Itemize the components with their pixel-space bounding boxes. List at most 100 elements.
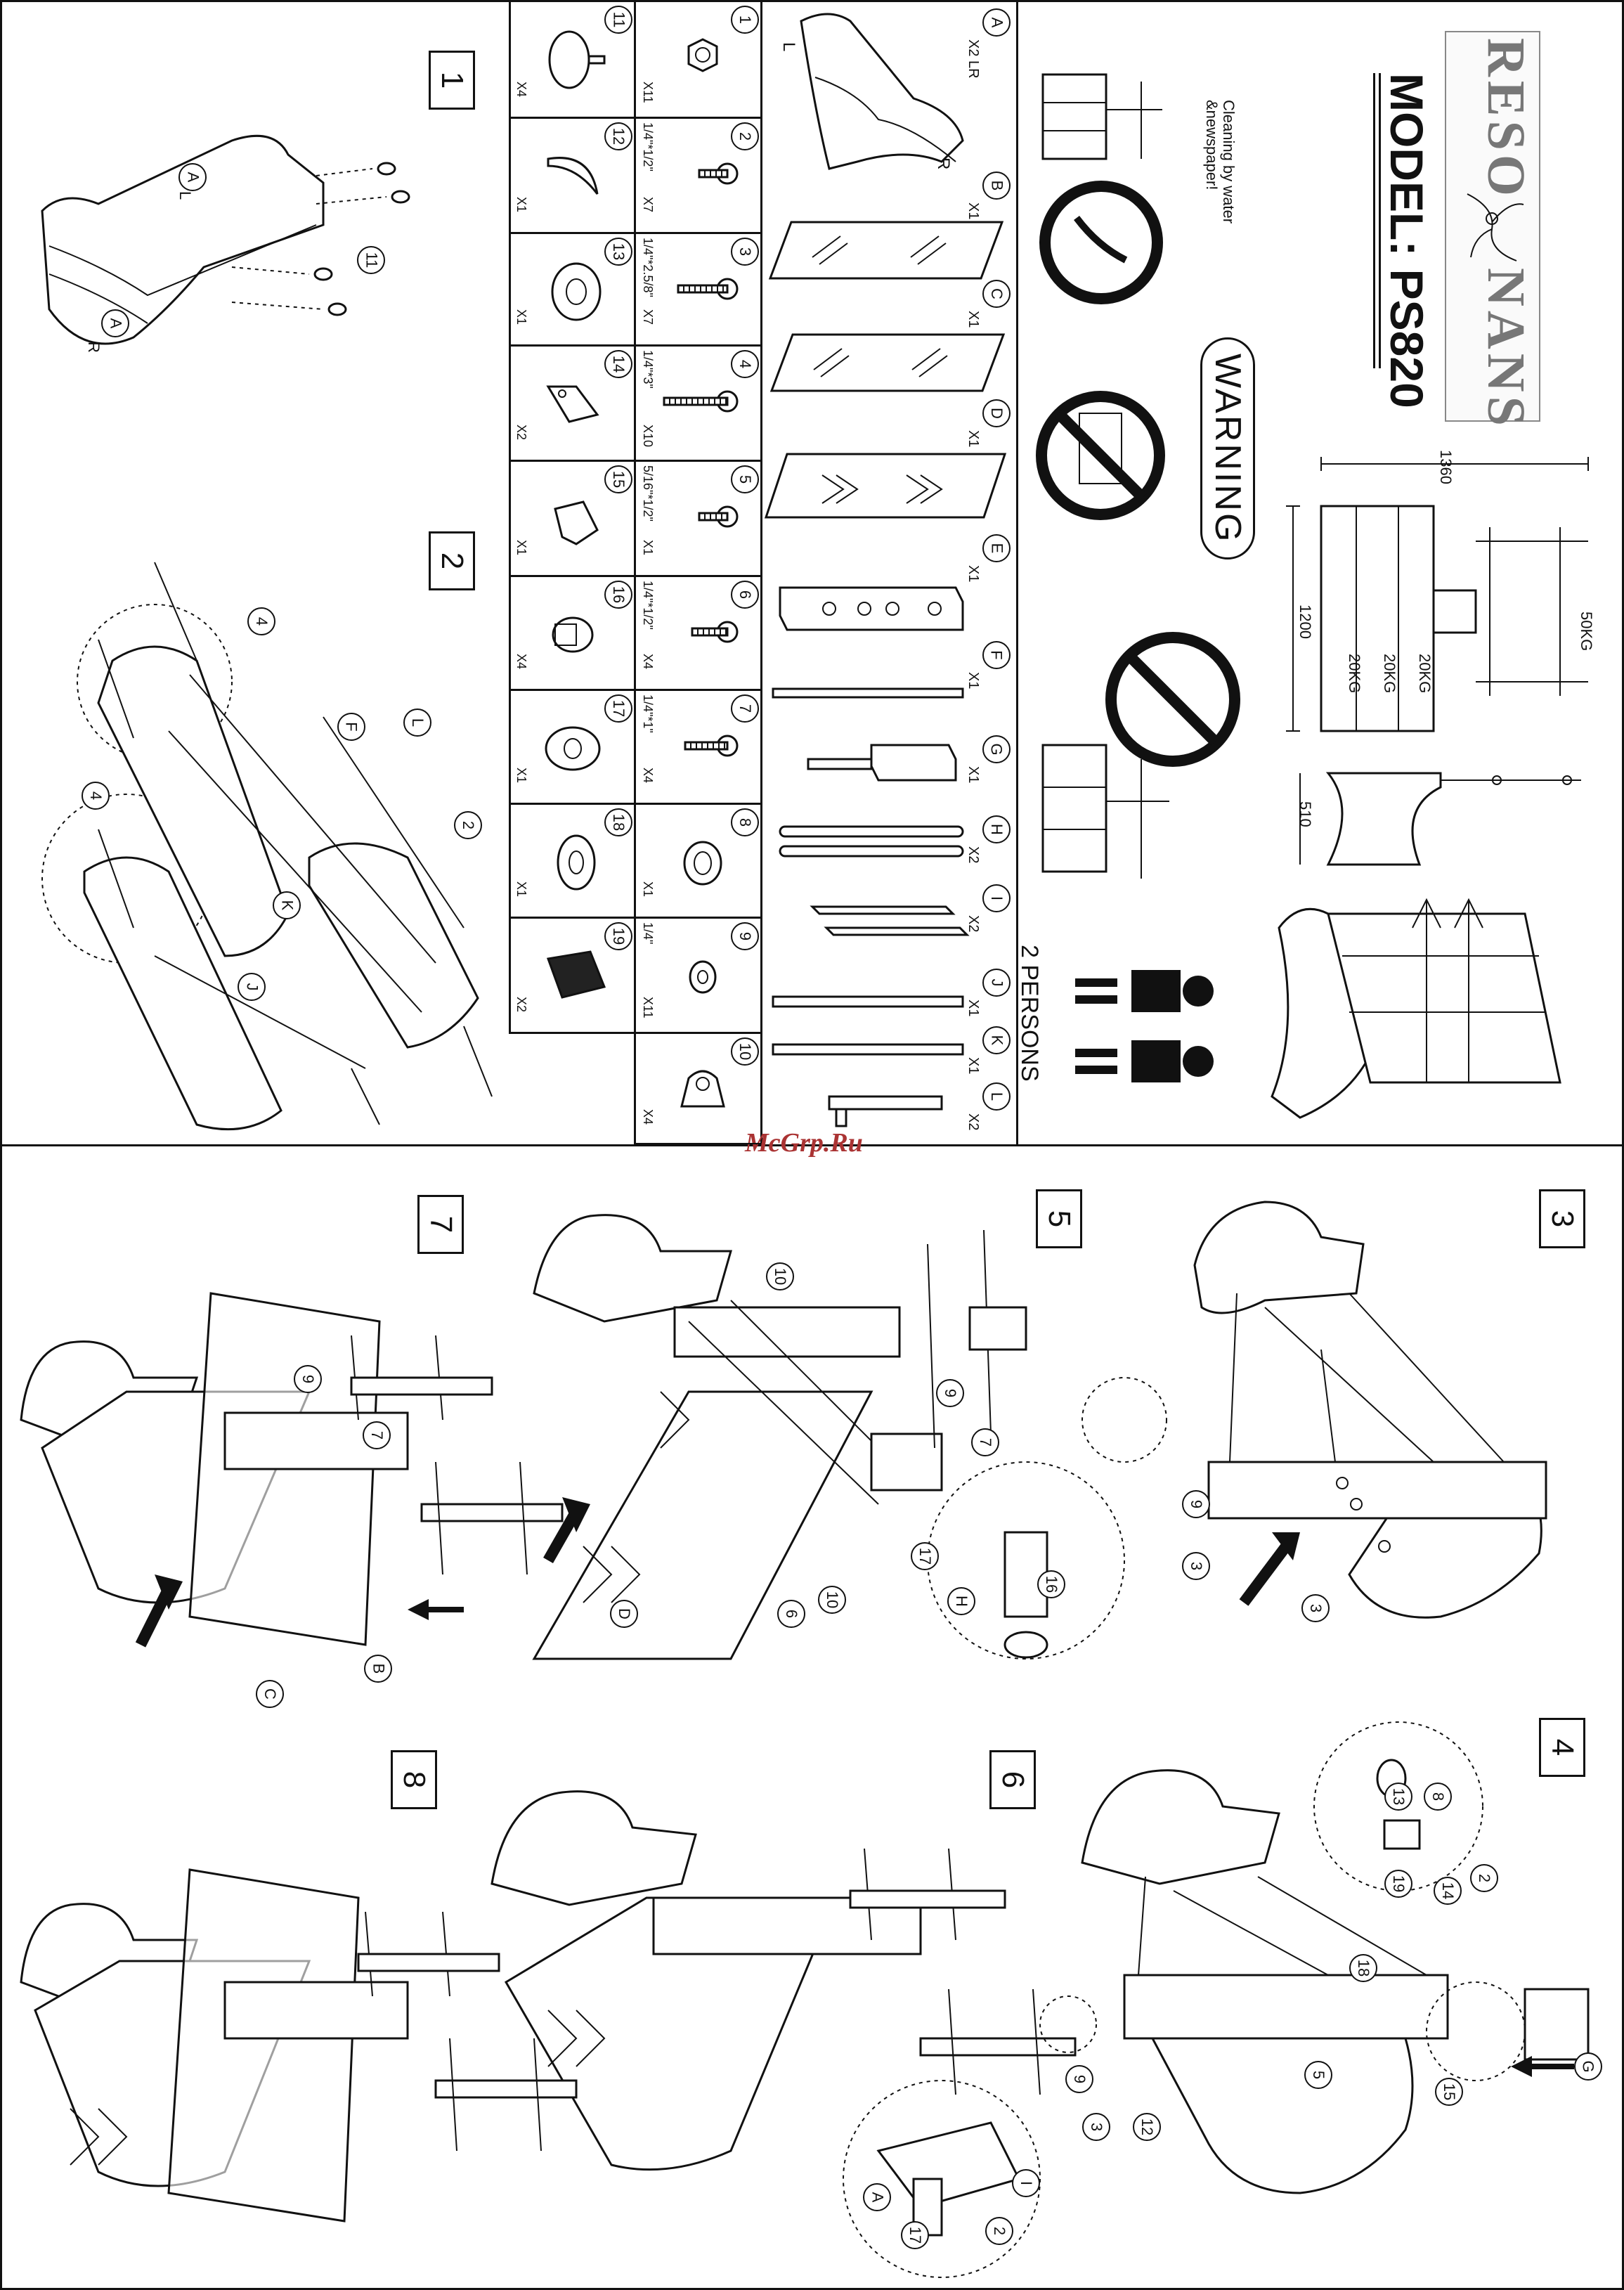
hw-1-qty: X11 (641, 82, 655, 103)
step-4-callout-2: 2 (1470, 1864, 1498, 1892)
brand-logo-text-1: RESO (1476, 38, 1535, 200)
hw-row-divider (509, 117, 635, 119)
step-4-callout-3: 3 (1082, 2113, 1110, 2141)
load-shelf-2: 20KG (1381, 654, 1398, 694)
hw-17-qty: X1 (514, 768, 528, 784)
hw-row-divider (509, 460, 635, 462)
step-1-label-R: R (85, 342, 103, 353)
part-L-label: L (982, 1082, 1011, 1111)
hw-16-icon (552, 616, 594, 653)
hw-6-icon (691, 621, 739, 643)
hw-1-label: 1 (731, 6, 759, 34)
hw-9-icon (689, 960, 717, 994)
part-G-label: G (982, 735, 1011, 763)
hw-5-icon (698, 505, 739, 528)
step-7-callout-C: C (256, 1680, 284, 1708)
part-I-label: I (982, 884, 1011, 912)
hw-2-label: 2 (731, 122, 759, 150)
hw-6-label: 6 (731, 581, 759, 609)
part-A-drawing (800, 13, 964, 170)
step-7-callout-B: B (364, 1655, 392, 1683)
hw-12-icon (547, 157, 599, 195)
hw-19-qty: X2 (514, 997, 528, 1013)
part-E-label: E (982, 534, 1011, 562)
two-persons-icon (1075, 970, 1214, 1082)
hw-14-icon (546, 385, 599, 423)
hardware-grid (509, 0, 760, 1144)
step-7-box: 7 (417, 1195, 464, 1254)
step-5-callout-D: D (610, 1600, 638, 1628)
hw-9-qty: X11 (641, 997, 655, 1018)
hw-row-divider (635, 1032, 760, 1034)
step-1-drawing (41, 134, 410, 345)
step-4-callout-G: G (1574, 2052, 1602, 2081)
hw-row-divider (509, 803, 635, 805)
dim-height-label: 1200 (1297, 604, 1314, 639)
part-H-tubes (779, 825, 964, 858)
part-D-label: D (982, 399, 1011, 427)
hw-17-label: 17 (604, 694, 632, 723)
hw-18-icon (557, 834, 596, 891)
part-B-label: B (982, 172, 1011, 200)
hw-5-label: 5 (731, 465, 759, 493)
step-5-callout-6: 6 (777, 1600, 805, 1628)
cleaning-note-text: Cleaning by water &newspaper! (1203, 100, 1238, 224)
step-5-callout-10-bottom: 10 (818, 1586, 846, 1614)
hw-12-qty: X1 (514, 197, 528, 213)
step-4-callout-19: 19 (1384, 1870, 1412, 1898)
step-6-callout-A: A (863, 2183, 891, 2211)
hw-2-qty: X7 (641, 197, 655, 213)
brand-logo-box: RESO NANS (1445, 31, 1540, 430)
step-6-callout-2: 2 (985, 2217, 1013, 2245)
hw-7-icon (684, 735, 739, 757)
hw-10-qty: X4 (641, 1109, 655, 1125)
step-2-callout-2: 2 (454, 811, 482, 839)
brand-logo-text-2: NANS (1476, 268, 1535, 430)
hw-3-size: 1/4"*2.5/8" (641, 238, 655, 297)
hw-row-divider (509, 917, 635, 919)
hw-row-divider (635, 460, 760, 462)
dimension-front-view (1286, 457, 1589, 732)
step-5-callout-16: 16 (1037, 1570, 1065, 1598)
hw-9-label: 9 (731, 922, 759, 950)
part-L-qty: X2 (966, 1113, 981, 1131)
hw-6-size: 1/4"*1/2" (641, 581, 655, 630)
warning-shelf-illustration-1 (1041, 73, 1162, 160)
part-K-label: K (982, 1026, 1011, 1054)
step-2-callout-F: F (337, 713, 365, 741)
step-1-callout-A-bottom: A (101, 309, 129, 337)
part-C-label: C (982, 280, 1011, 308)
step-6-callout-I: I (1012, 2169, 1040, 2197)
step-5-callout-10-top: 10 (766, 1262, 794, 1290)
step-1-box: 1 (429, 51, 475, 110)
step-5-drawing (532, 1214, 1167, 1660)
no-lean-icon (1105, 632, 1240, 767)
hw-15-qty: X1 (514, 540, 528, 556)
step-2-callout-L: L (403, 709, 431, 737)
hw-row-divider (509, 232, 635, 234)
hw-3-icon (677, 278, 739, 300)
part-J-rod (772, 995, 964, 1008)
hardware-grid-left-border (509, 0, 511, 1033)
hw-10-label: 10 (731, 1037, 759, 1066)
hw-8-qty: X1 (641, 881, 655, 898)
assembled-stand-preview (1271, 898, 1561, 1119)
hw-4-size: 1/4"*3" (641, 350, 655, 389)
hw-row-divider (635, 575, 760, 577)
step-6-callout-17: 17 (901, 2221, 929, 2249)
hw-18-label: 18 (604, 808, 632, 836)
hw-row-divider (635, 117, 760, 119)
step-3-drawing (1193, 1201, 1547, 1619)
model-underline-1 (1379, 73, 1381, 368)
hw-17-icon (545, 726, 601, 771)
hw-19-label: 19 (604, 922, 632, 950)
step-7-callout-7: 7 (363, 1421, 391, 1449)
no-wet-cloth-icon (1039, 181, 1163, 304)
step-5-callout-7: 7 (971, 1428, 999, 1456)
step-4-callout-9: 9 (1065, 2065, 1093, 2093)
brand-mermaid-icon (1467, 193, 1524, 261)
hw-1-icon (687, 38, 718, 72)
step-2-drawing (41, 562, 493, 1131)
load-top-label: 50KG (1578, 612, 1595, 652)
step-2-callout-J: J (238, 973, 266, 1001)
